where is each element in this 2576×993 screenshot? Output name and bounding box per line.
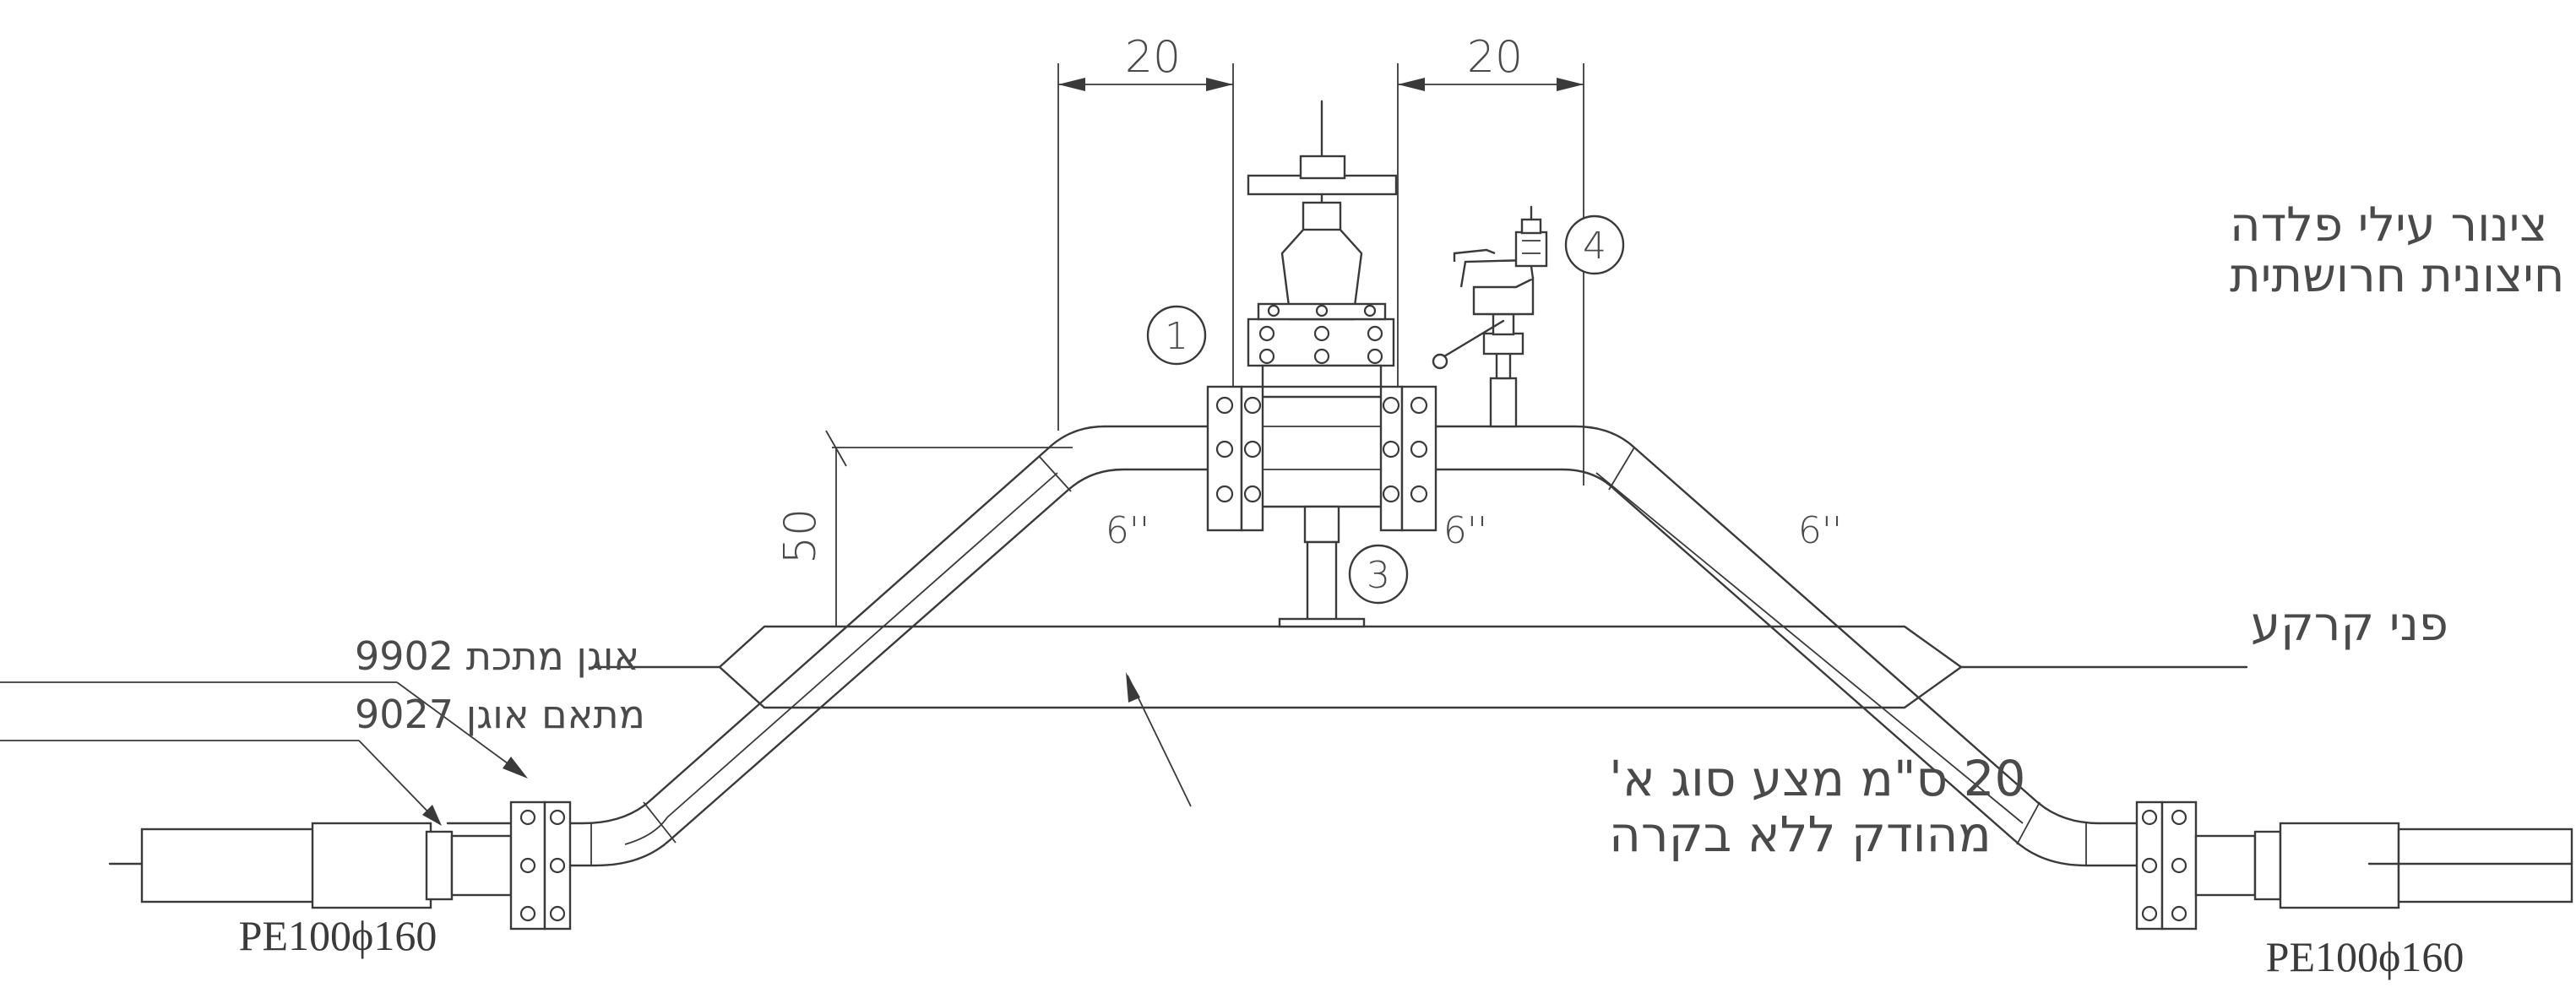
vent-valve (1432, 205, 1548, 428)
pe-label-right: PE100ϕ160 (2266, 933, 2465, 980)
note-flange-adapter: מתאם אוגן 9027 (355, 692, 645, 737)
note-fill-line2: מהודק ללא בקרה (1609, 806, 1992, 863)
dimension-lines (825, 63, 1584, 627)
note-fill-line1: 20 ס"מ מצע סוג א' (1609, 750, 2025, 807)
dim-height-50: 50 (775, 508, 826, 564)
pipe-size-right: 6'' (1798, 509, 1842, 552)
svg-text:1: 1 (1165, 315, 1188, 358)
gate-valve (1206, 100, 1437, 628)
steel-pipe (446, 425, 2139, 867)
dim-right-20: 20 (1467, 32, 1523, 83)
left-flange (509, 800, 572, 931)
dim-left-20: 20 (1125, 32, 1181, 83)
note-flange-metal: אוגן מתכת 9902 (355, 633, 639, 679)
note-ground-surface: פני קרקע (2251, 597, 2448, 652)
callout-4: 4 (1564, 214, 1625, 275)
pe-label-left: PE100ϕ160 (239, 912, 437, 959)
callout-3: 3 (1348, 544, 1409, 605)
ground-fill-outline (594, 625, 2248, 709)
right-pe-pipe (2135, 800, 2573, 931)
note-coating-line1: צינור עילי פלדה (2230, 198, 2548, 252)
note-coating-line2: צביעה חיצונית חרושתית (2230, 248, 2576, 303)
callout-1: 1 (1146, 305, 1207, 366)
pipe-size-center: 6'' (1443, 509, 1487, 552)
pipe-size-left: 6'' (1106, 509, 1149, 552)
leader-lines (0, 672, 1192, 826)
svg-text:3: 3 (1367, 554, 1390, 597)
left-pe-pipe (108, 822, 513, 909)
svg-text:4: 4 (1583, 225, 1606, 268)
